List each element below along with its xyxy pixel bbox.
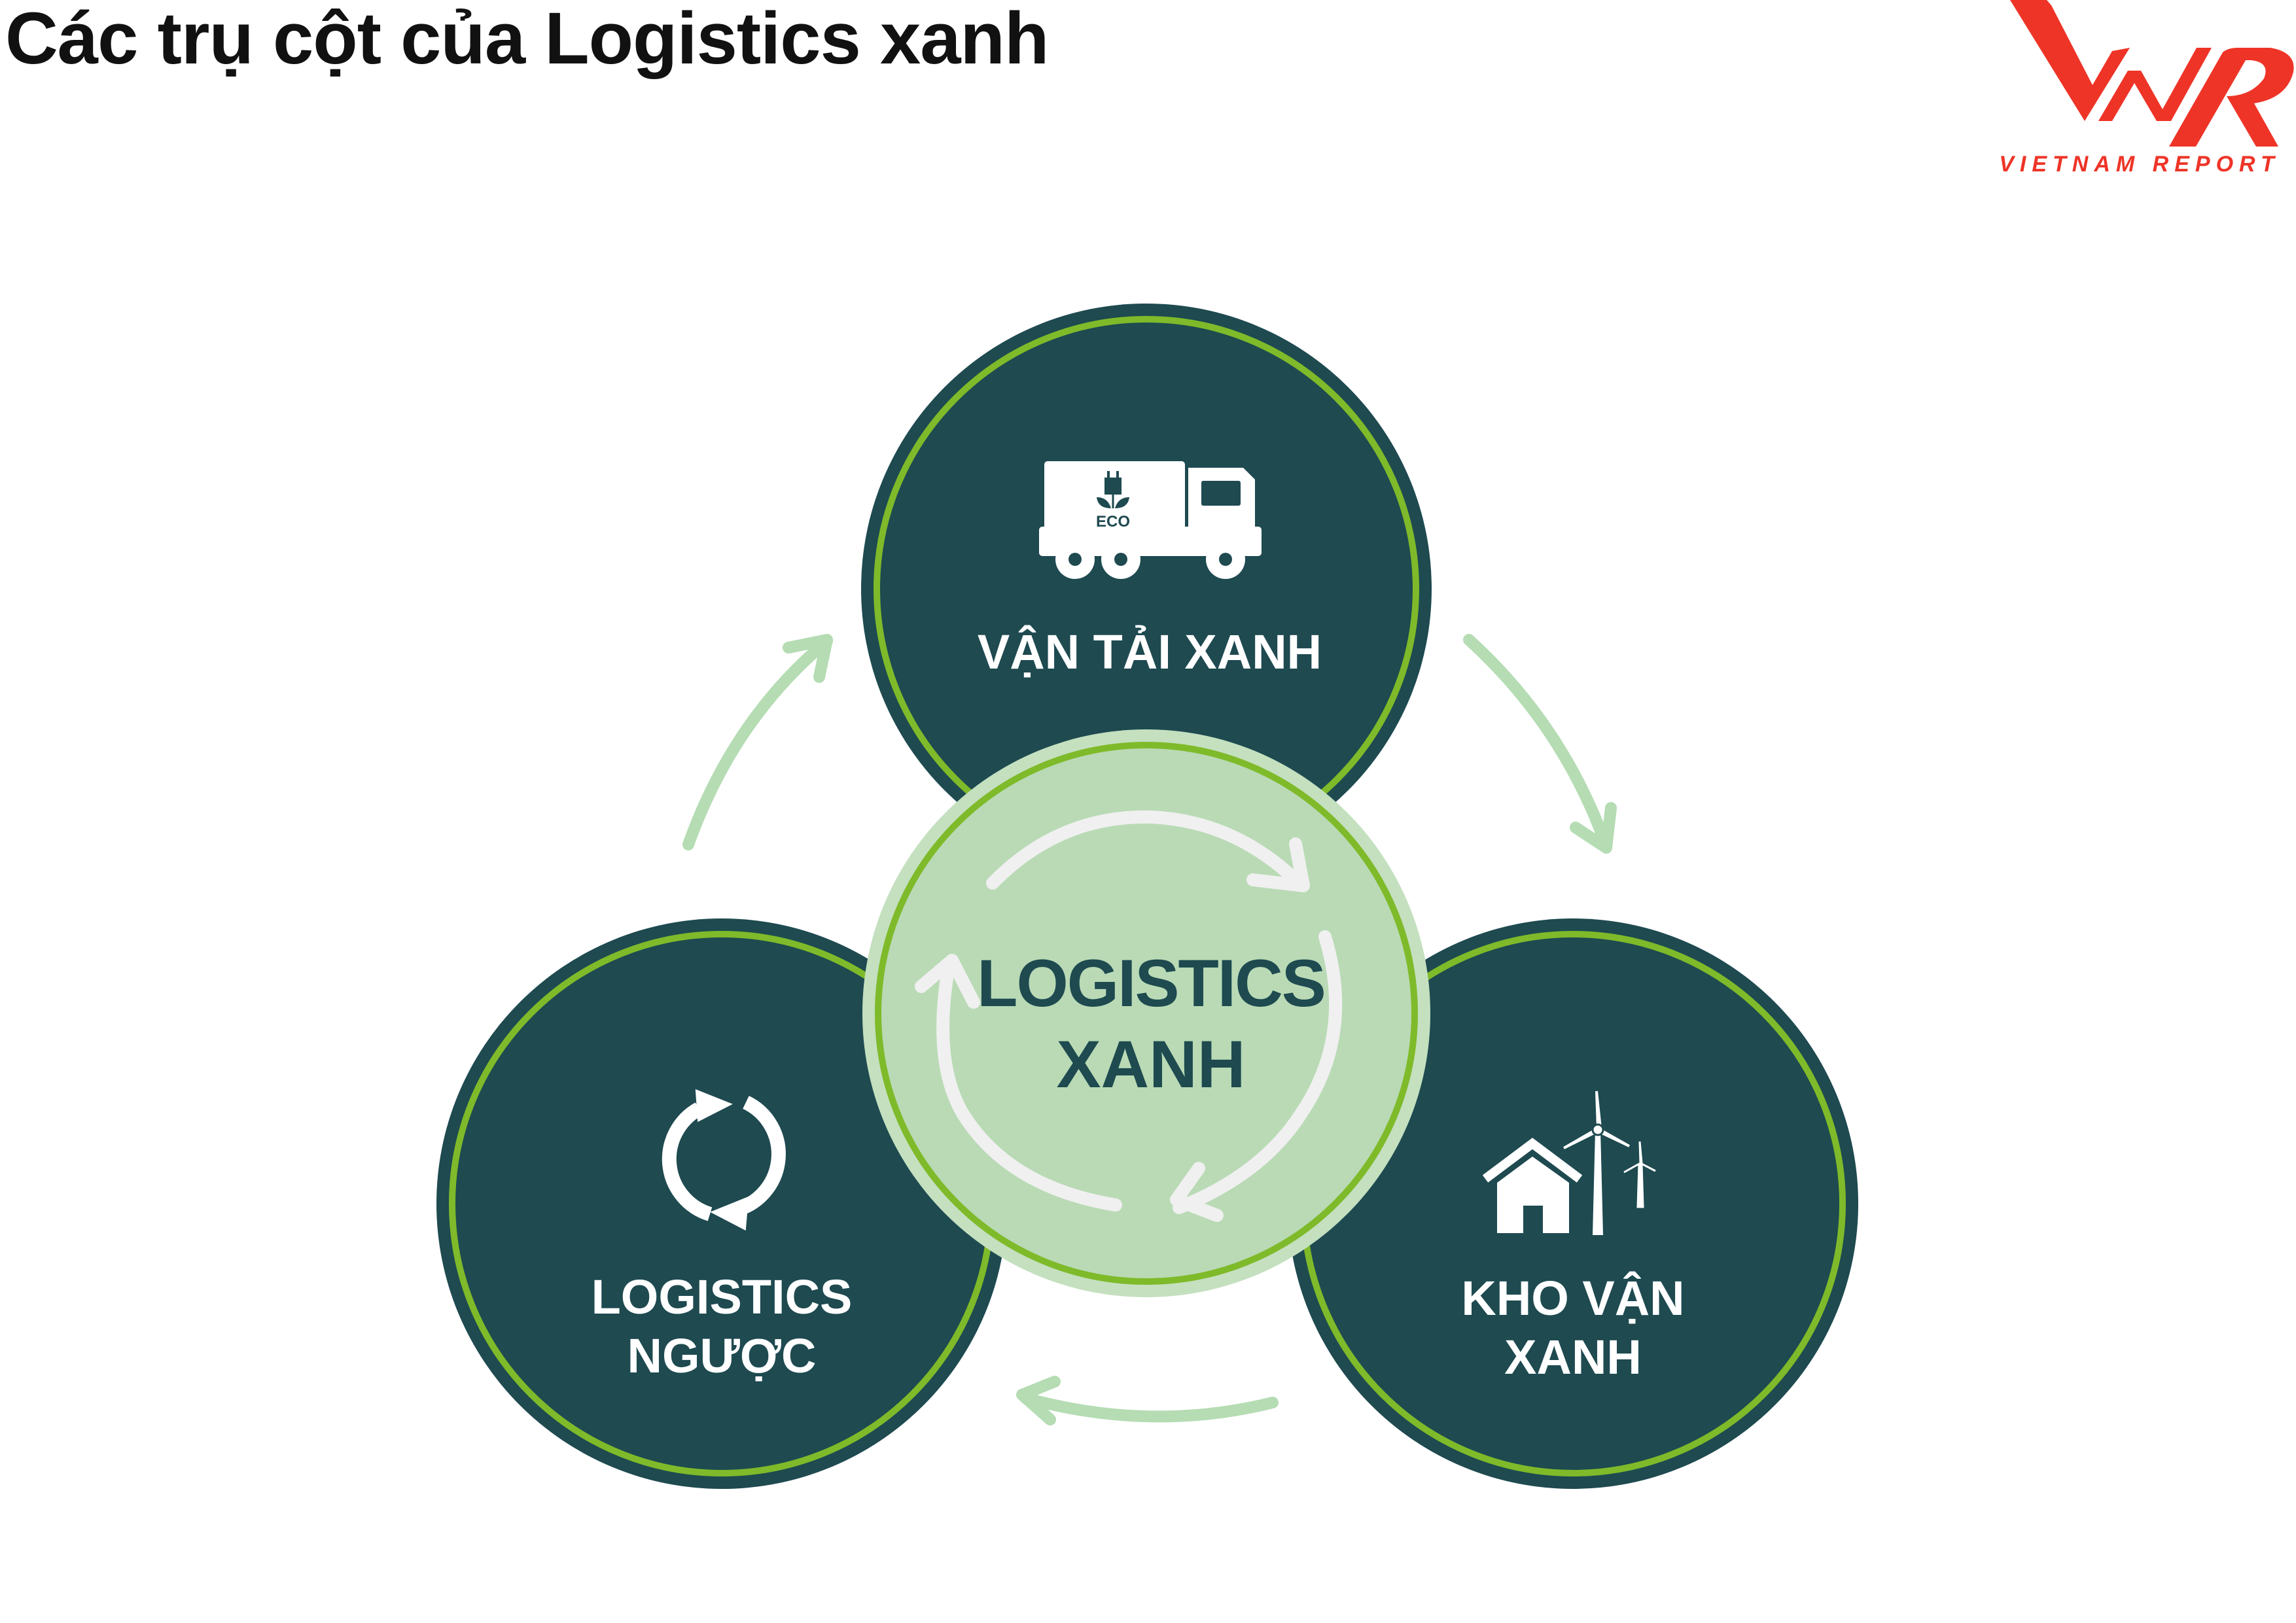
logo-text: VIETNAM REPORT — [1999, 152, 2280, 177]
pillar-label: XANH — [1504, 1330, 1642, 1384]
pillar-label: NGƯỢC — [627, 1329, 817, 1383]
center-label-line2: XANH — [1056, 1027, 1245, 1102]
pillar-reverse-logistics: LOGISTICS NGƯỢC — [436, 918, 1007, 1489]
cycle-arrows-icon — [915, 810, 1343, 1222]
vietnam-report-logo: VIETNAM REPORT — [1999, 0, 2294, 177]
center-label-line1: LOGISTICS — [977, 946, 1325, 1021]
eco-truck-icon: ECO — [1039, 461, 1262, 579]
pillar-label: LOGISTICS — [592, 1270, 853, 1324]
pillar-label: KHO VẬN — [1461, 1271, 1684, 1325]
arrow-right-to-left — [1016, 1376, 1279, 1425]
arrow-top-to-right — [1463, 634, 1617, 854]
recycle-icon — [662, 1089, 786, 1231]
warehouse-wind-turbine-icon — [1482, 1091, 1656, 1235]
page-title: Các trụ cột của Logistics xanh — [5, 0, 1049, 79]
eco-badge: ECO — [1096, 513, 1130, 531]
pillar-green-warehouse: KHO VẬN XANH — [1288, 918, 1858, 1489]
pillar-green-transport: ECO VẬN TẢI XANH — [861, 304, 1432, 874]
center-green-logistics: LOGISTICS XANH — [862, 729, 1430, 1297]
arrow-left-to-top — [682, 634, 833, 850]
pillar-label: VẬN TẢI XANH — [978, 625, 1322, 679]
